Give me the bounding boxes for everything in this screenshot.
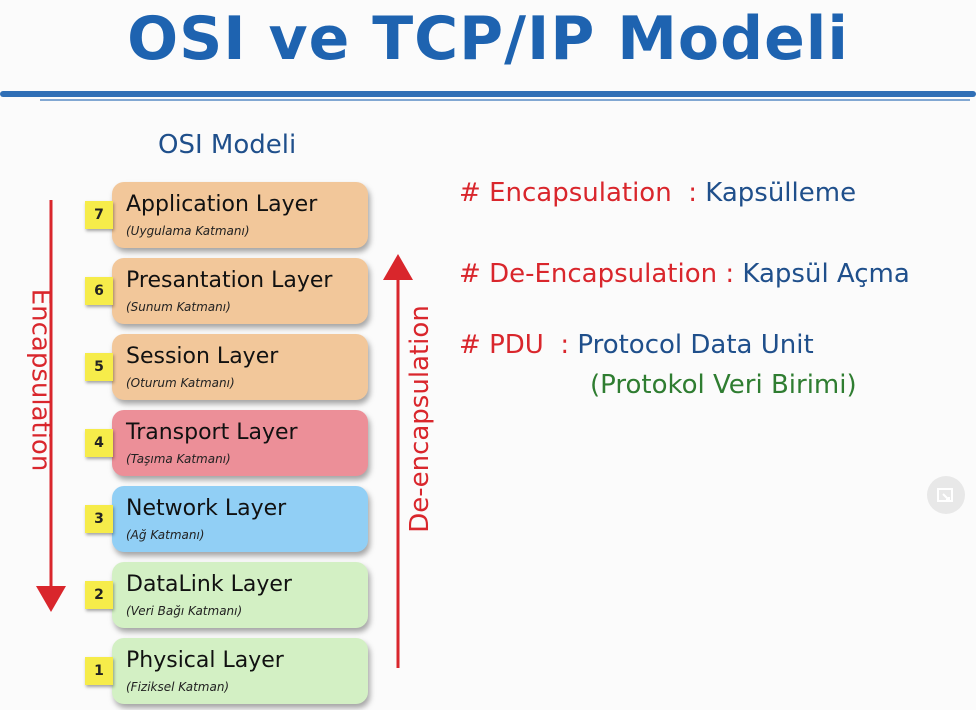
title-underline-thin (40, 99, 970, 101)
layer-5-box: Session Layer (Oturum Katmanı) (112, 334, 368, 400)
layer-subtitle: (Ağ Katmanı) (126, 528, 205, 542)
note-term: Encapsulation (489, 178, 672, 208)
layer-4-box: Transport Layer (Taşıma Katmanı) (112, 410, 368, 476)
layer-1-box: Physical Layer (Fiziksel Katman) (112, 638, 368, 704)
page-title: OSI ve TCP/IP Modeli (127, 4, 849, 74)
note-meaning: Kapsül Açma (742, 259, 910, 289)
layer-number-badge: 5 (85, 353, 113, 381)
layer-name: Application Layer (126, 192, 318, 217)
de-encapsulation-label: De-encapsulation (404, 305, 435, 533)
layer-number-badge: 4 (85, 429, 113, 457)
note-pdu: # PDU : Protocol Data Unit (459, 330, 814, 360)
layer-number-badge: 2 (85, 581, 113, 609)
hash-mark: # (459, 259, 481, 289)
note-encapsulation: # Encapsulation : Kapsülleme (459, 178, 856, 208)
layer-3-box: Network Layer (Ağ Katmanı) (112, 486, 368, 552)
note-term: PDU (489, 330, 544, 360)
fullscreen-toggle-button[interactable] (927, 476, 965, 514)
layer-name: Presantation Layer (126, 268, 333, 293)
de-encapsulation-arrow-head (383, 254, 413, 280)
layer-name: DataLink Layer (126, 572, 292, 597)
expand-icon (937, 488, 953, 502)
note-term: De-Encapsulation (489, 259, 718, 289)
layer-subtitle: (Uygulama Katmanı) (126, 224, 250, 238)
encapsulation-arrow-head (36, 586, 66, 612)
layer-subtitle: (Sunum Katmanı) (126, 300, 231, 314)
layer-number-badge: 7 (85, 201, 113, 229)
layer-name: Session Layer (126, 344, 279, 369)
layer-name: Physical Layer (126, 648, 284, 673)
layer-name: Network Layer (126, 496, 287, 521)
pdu-translation: (Protokol Veri Birimi) (590, 370, 857, 400)
title-underline (0, 91, 976, 97)
layer-7-box: Application Layer (Uygulama Katmanı) (112, 182, 368, 248)
layer-6-box: Presantation Layer (Sunum Katmanı) (112, 258, 368, 324)
layer-number-badge: 6 (85, 277, 113, 305)
osi-model-heading: OSI Modeli (158, 130, 297, 160)
hash-mark: # (459, 330, 481, 360)
layer-subtitle: (Fiziksel Katman) (126, 680, 230, 694)
note-de-encapsulation: # De-Encapsulation : Kapsül Açma (459, 259, 910, 289)
layer-2-box: DataLink Layer (Veri Bağı Katmanı) (112, 562, 368, 628)
note-meaning: Kapsülleme (705, 178, 857, 208)
note-colon: : (688, 178, 697, 208)
hash-mark: # (459, 178, 481, 208)
note-colon: : (560, 330, 570, 360)
layer-number-badge: 3 (85, 505, 113, 533)
layer-subtitle: (Oturum Katmanı) (126, 376, 235, 390)
note-colon: : (725, 259, 735, 289)
layer-name: Transport Layer (126, 420, 298, 445)
encapsulation-label: Encapsulation (25, 288, 56, 472)
note-meaning: Protocol Data Unit (577, 330, 814, 360)
layer-subtitle: (Taşıma Katmanı) (126, 452, 231, 466)
layer-subtitle: (Veri Bağı Katmanı) (126, 604, 243, 618)
layer-number-badge: 1 (85, 657, 113, 685)
